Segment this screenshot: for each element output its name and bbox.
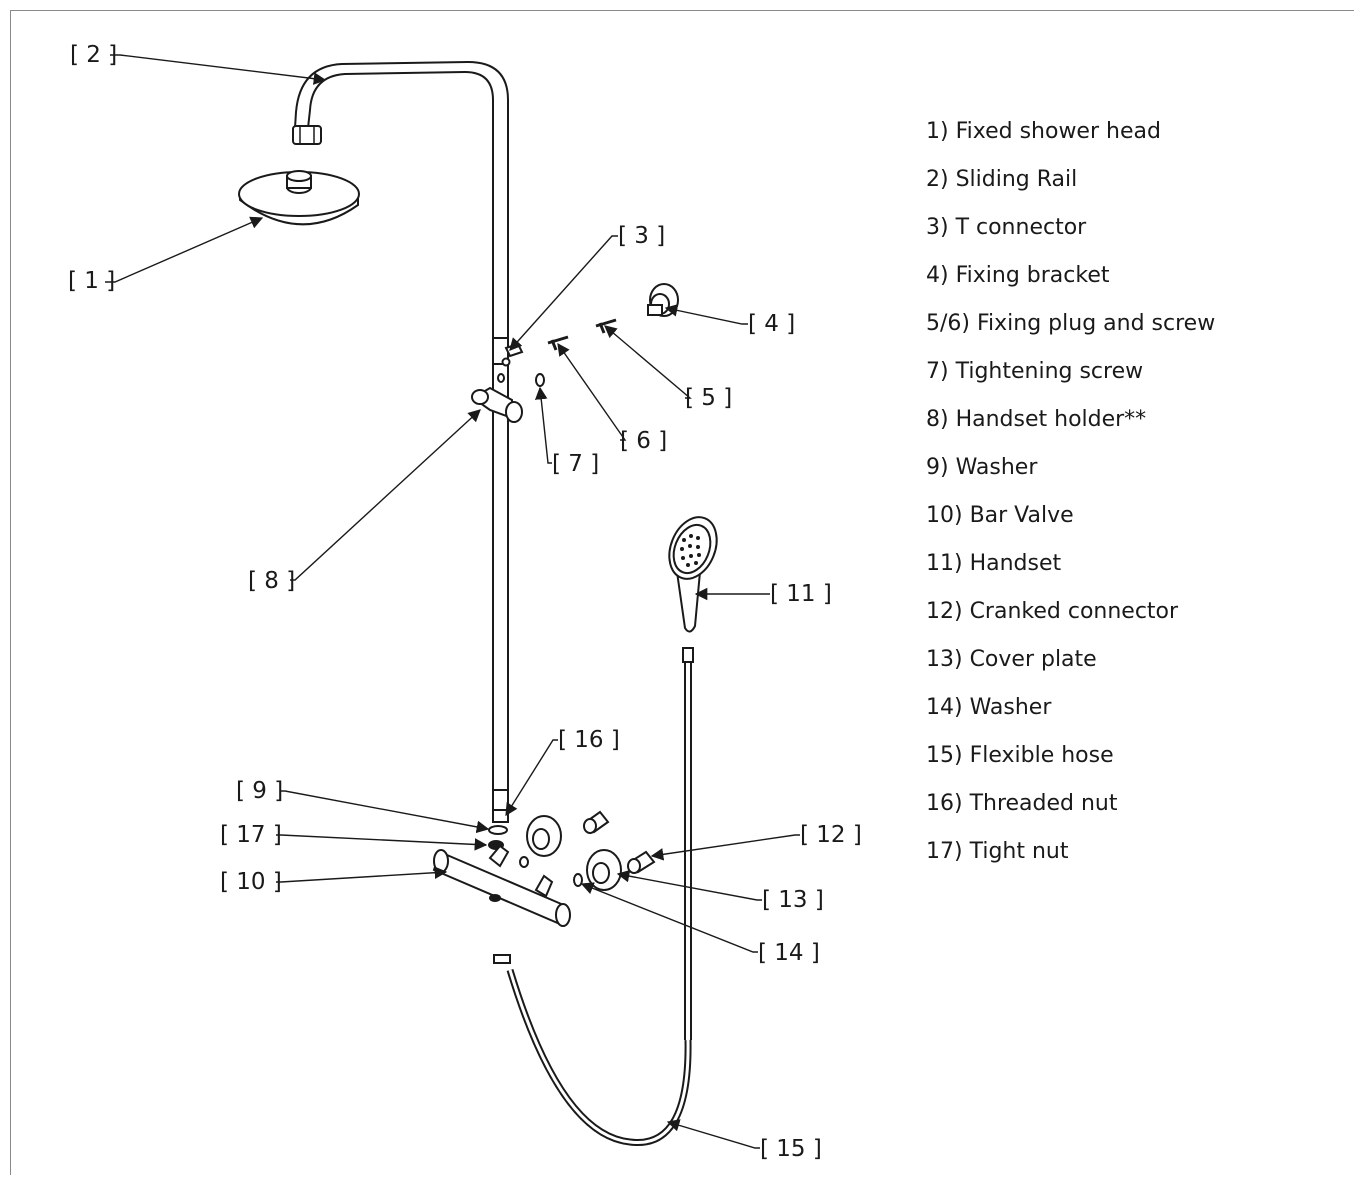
legend-item: 15) Flexible hose — [926, 743, 1114, 768]
legend-item: 4) Fixing bracket — [926, 263, 1110, 288]
washer-14 — [573, 873, 583, 887]
callout-17: [ 17 ] — [220, 822, 282, 848]
washer-9 — [488, 825, 508, 835]
callout-16: [ 16 ] — [558, 727, 620, 753]
handset-holder — [471, 386, 523, 423]
callout-7: [ 7 ] — [552, 451, 599, 477]
fixing-bracket — [647, 283, 679, 317]
callout-11: [ 11 ] — [770, 581, 832, 607]
legend-item: 3) T connector — [926, 215, 1087, 240]
fixing-plug — [595, 318, 617, 334]
callout-4: [ 4 ] — [748, 311, 795, 337]
callout-2: [ 2 ] — [70, 42, 117, 68]
fixing-screw — [547, 335, 569, 351]
legend-item: 9) Washer — [926, 455, 1038, 480]
parts-legend: 1) Fixed shower head 2) Sliding Rail 3) … — [926, 108, 1215, 876]
callout-1: [ 1 ] — [68, 268, 115, 294]
legend-item: 7) Tightening screw — [926, 359, 1144, 384]
legend-item: 12) Cranked connector — [926, 599, 1179, 624]
shower-head-nut — [292, 125, 322, 145]
callout-10: [ 10 ] — [220, 869, 282, 895]
callout-9: [ 9 ] — [236, 778, 283, 804]
callout-13: [ 13 ] — [762, 887, 824, 913]
callout-6: [ 6 ] — [620, 428, 667, 454]
legend-item: 11) Handset — [926, 551, 1062, 576]
legend-item: 5/6) Fixing plug and screw — [926, 311, 1216, 336]
legend-item: 17) Tight nut — [926, 839, 1069, 864]
legend-item: 10) Bar Valve — [926, 503, 1074, 528]
callout-14: [ 14 ] — [758, 940, 820, 966]
legend-item: 16) Threaded nut — [926, 791, 1118, 816]
callout-15: [ 15 ] — [760, 1136, 822, 1162]
legend-item: 8) Handset holder** — [926, 407, 1147, 432]
cranked-connector — [627, 850, 656, 874]
legend-item: 2) Sliding Rail — [926, 167, 1078, 192]
callout-labels: [ 2 ] [ 1 ] [ 3 ] [ 4 ] [ 5 ] [ 6 ] [ 7 … — [68, 42, 862, 1162]
callout-5: [ 5 ] — [685, 385, 732, 411]
callout-3: [ 3 ] — [618, 223, 665, 249]
leader-lines — [105, 54, 800, 1149]
legend-item: 1) Fixed shower head — [926, 119, 1161, 144]
cover-plate-left — [526, 815, 562, 857]
cranked-connector-left — [583, 810, 610, 834]
diagram-frame — [10, 10, 1354, 1175]
legend-item: 13) Cover plate — [926, 647, 1097, 672]
fixed-shower-head — [238, 170, 360, 226]
bar-valve — [432, 844, 571, 927]
callout-8: [ 8 ] — [248, 568, 295, 594]
threaded-nut — [492, 809, 509, 823]
handset — [668, 516, 718, 633]
tightening-screw — [535, 373, 545, 387]
callout-12: [ 12 ] — [800, 822, 862, 848]
legend-item: 14) Washer — [926, 695, 1052, 720]
cover-plate — [586, 849, 622, 891]
